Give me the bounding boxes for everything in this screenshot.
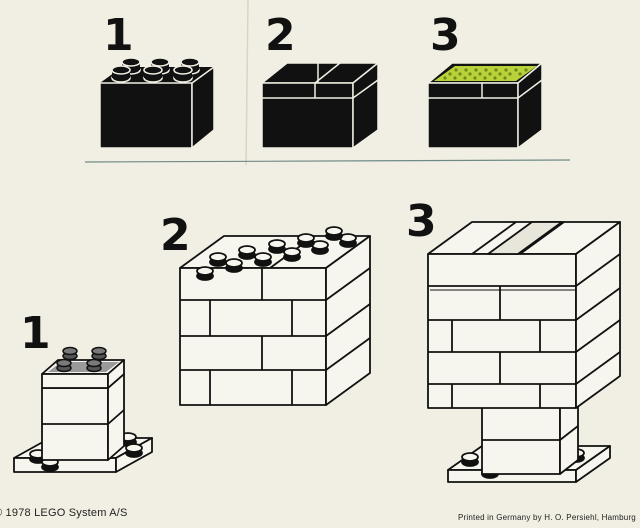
green-plate-icon <box>425 61 545 150</box>
divider-line <box>84 159 571 163</box>
step-number-top-2: 2 <box>265 10 296 61</box>
step-number-top-3: 3 <box>430 10 461 61</box>
model-step-1 <box>13 346 153 473</box>
copyright-notice: © 1978 LEGO System A/S <box>0 507 128 519</box>
printer-credit: Printed in Germany by H. O. Persiehl, Ha… <box>458 513 636 522</box>
model-step-3 <box>427 221 621 483</box>
plate-pair-icon <box>259 61 381 150</box>
step-number-bottom-3: 3 <box>406 196 437 247</box>
step-number-top-1: 1 <box>103 10 134 61</box>
model-step-2 <box>179 226 371 406</box>
step-number-bottom-2: 2 <box>160 210 191 261</box>
brick-2x3-icon <box>99 57 215 150</box>
step-number-bottom-1: 1 <box>20 308 51 359</box>
